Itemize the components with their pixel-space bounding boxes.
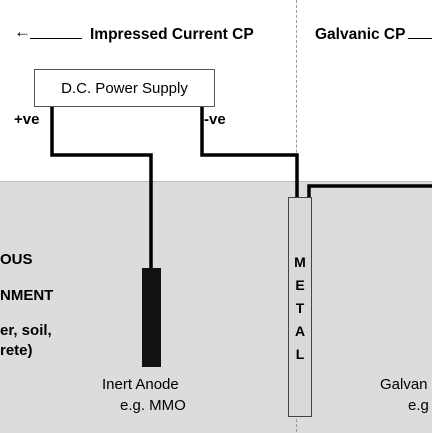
protected-metal: M E T A L [288, 197, 312, 417]
galvanic-anode-label: Galvan [380, 376, 428, 393]
galvanic-anode-example: e.g [408, 397, 429, 414]
left-arrow-icon: ← [14, 22, 31, 41]
positive-terminal-label: +ve [14, 111, 40, 128]
inert-anode [142, 268, 161, 367]
dc-power-supply: D.C. Power Supply [34, 69, 215, 107]
environment-label-line2: NMENT [0, 287, 54, 304]
metal-letter-t: T [295, 300, 305, 316]
environment-label-line4: rete) [0, 342, 33, 359]
metal-letter-e: E [295, 277, 305, 293]
electrolyte-environment [0, 181, 432, 433]
galvanic-cp-heading: Galvanic CP [315, 26, 406, 43]
metal-letter-l: L [295, 346, 305, 362]
impressed-current-cp-heading: Impressed Current CP [90, 26, 254, 43]
galvanic-wire [307, 184, 432, 197]
power-supply-label: D.C. Power Supply [61, 80, 188, 97]
inert-anode-label: Inert Anode [102, 376, 179, 393]
metal-letter-m: M [294, 254, 306, 270]
arrow-shaft [30, 38, 82, 39]
positive-wire [50, 107, 153, 268]
environment-label-line3: er, soil, [0, 322, 52, 339]
negative-wire [200, 107, 299, 197]
negative-terminal-label: -ve [204, 111, 226, 128]
environment-label-line1: OUS [0, 251, 33, 268]
metal-letter-a: A [294, 323, 306, 339]
right-arrow-shaft [408, 38, 432, 39]
inert-anode-example: e.g. MMO [120, 397, 186, 414]
